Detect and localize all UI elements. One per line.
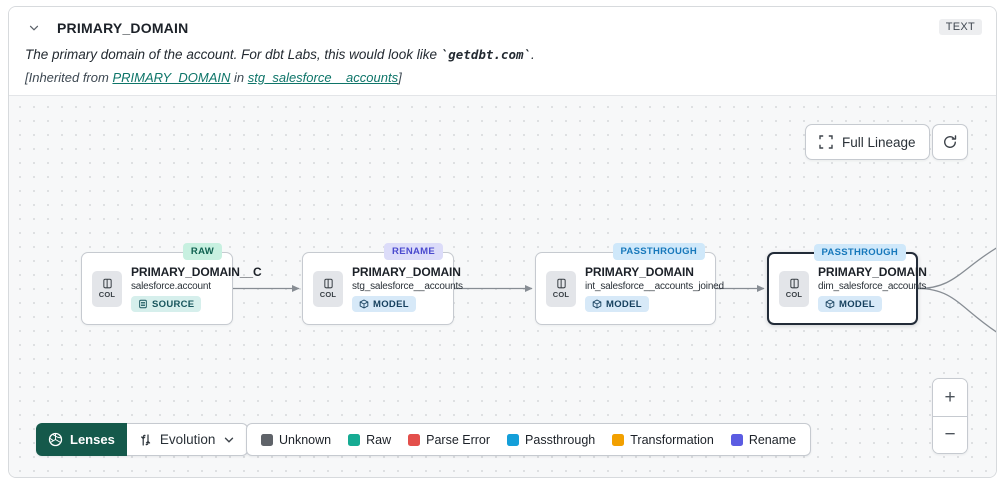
full-lineage-label: Full Lineage: [842, 134, 916, 150]
zoom-controls: + −: [932, 378, 968, 454]
node-table-name: salesforce.account: [131, 281, 211, 292]
column-icon: [102, 278, 112, 289]
model-icon: [825, 299, 835, 309]
legend-label: Passthrough: [525, 432, 596, 447]
status-badge: RENAME: [384, 243, 443, 260]
node-table-name: stg_salesforce__accounts: [352, 281, 463, 292]
status-badge: PASSTHROUGH: [813, 244, 906, 261]
column-title: PRIMARY_DOMAIN: [57, 20, 189, 36]
lenses-button[interactable]: Lenses: [36, 423, 127, 456]
column-icon: [789, 278, 799, 289]
node-column-name: PRIMARY_DOMAIN__C: [131, 265, 262, 279]
inherited-column-link[interactable]: PRIMARY_DOMAIN: [112, 70, 231, 85]
evolution-icon: [140, 433, 151, 446]
inherited-suffix: ]: [398, 70, 402, 85]
column-chip: COL: [779, 270, 809, 307]
lens-selected-label: Evolution: [159, 432, 216, 447]
column-icon: [556, 278, 566, 289]
node-column-name: PRIMARY_DOMAIN: [352, 265, 461, 279]
column-chip: COL: [92, 270, 122, 307]
resource-type-badge: MODEL: [818, 296, 882, 312]
legend-item: Raw: [348, 433, 391, 447]
column-chip: COL: [313, 270, 343, 307]
legend-label: Transformation: [630, 432, 714, 447]
refresh-icon: [944, 135, 957, 148]
node-column-name: PRIMARY_DOMAIN: [585, 265, 694, 279]
resource-type-badge: MODEL: [585, 296, 649, 312]
legend-swatch: [408, 433, 421, 446]
resource-type-label: MODEL: [839, 298, 875, 310]
legend-item: Parse Error: [408, 433, 490, 447]
legend-item: Rename: [730, 432, 797, 447]
resource-type-label: MODEL: [373, 298, 409, 310]
col-label: COL: [552, 290, 570, 299]
panel-header: PRIMARY_DOMAIN TEXT The primary domain o…: [9, 7, 996, 95]
description-text: The primary domain of the account. For d…: [25, 47, 441, 62]
legend-label: Parse Error: [426, 432, 491, 447]
lineage-node-int[interactable]: PASSTHROUGH COL PRIMARY_DOMAIN int_sales…: [535, 243, 724, 325]
description-code: `getdbt.com`: [440, 47, 532, 62]
col-label: COL: [785, 290, 803, 299]
legend-swatch: [348, 433, 361, 446]
legend-swatch: [730, 433, 743, 446]
resource-type-label: MODEL: [606, 298, 642, 310]
legend-label: Raw: [366, 432, 392, 447]
model-icon: [359, 299, 369, 309]
col-label: COL: [319, 290, 337, 299]
refresh-button[interactable]: [932, 124, 968, 160]
resource-type-label: SOURCE: [152, 298, 195, 310]
zoom-in-button[interactable]: +: [933, 379, 967, 416]
source-icon: [139, 299, 147, 309]
collapse-chevron-icon[interactable]: [25, 19, 43, 37]
full-lineage-button[interactable]: Full Lineage: [805, 124, 930, 160]
lineage-canvas[interactable]: Full Lineage RAW COL PRIMARY_DOMAIN__C s…: [9, 95, 996, 477]
column-detail-panel: PRIMARY_DOMAIN TEXT The primary domain o…: [8, 6, 997, 478]
lineage-node-dim[interactable]: PASSTHROUGH COL PRIMARY_DOMAIN dim_sales…: [767, 244, 927, 325]
inherited-prefix: [Inherited from: [25, 70, 113, 85]
legend-item: Passthrough: [507, 433, 595, 447]
node-column-name: PRIMARY_DOMAIN: [818, 265, 927, 279]
status-badge: RAW: [182, 243, 222, 260]
legend-swatch: [261, 433, 273, 446]
legend-item: Unknown: [261, 433, 331, 447]
legend-swatch: [612, 433, 625, 446]
status-badge: PASSTHROUGH: [612, 243, 705, 260]
lineage-node-source[interactable]: RAW COL PRIMARY_DOMAIN__C salesforce.acc…: [81, 243, 262, 325]
model-icon: [592, 299, 602, 309]
lens-select-dropdown[interactable]: Evolution: [126, 423, 249, 456]
legend-item: Transformation: [612, 433, 714, 447]
evolution-legend: Unknown Raw Parse Error Passthrough Tran…: [246, 423, 812, 456]
lens-controls: Lenses Evolution: [36, 423, 249, 456]
zoom-out-button[interactable]: −: [933, 416, 967, 453]
inherited-from-line: [Inherited from PRIMARY_DOMAIN in stg_sa…: [25, 70, 980, 85]
column-chip: COL: [546, 270, 576, 307]
inherited-mid: in: [230, 70, 248, 85]
chevron-down-icon: [225, 437, 234, 443]
lenses-label: Lenses: [70, 432, 115, 447]
description-period: .: [531, 47, 535, 62]
resource-type-badge: MODEL: [352, 296, 416, 312]
legend-label: Rename: [748, 432, 797, 447]
legend-swatch: [507, 433, 520, 446]
lineage-node-stg[interactable]: RENAME COL PRIMARY_DOMAIN stg_salesforce…: [302, 243, 463, 325]
node-table-name: dim_salesforce_accounts: [818, 281, 927, 292]
col-label: COL: [98, 290, 116, 299]
inherited-model-link[interactable]: stg_salesforce__accounts: [247, 70, 399, 85]
resource-type-badge: SOURCE: [131, 296, 202, 312]
column-icon: [323, 278, 333, 289]
column-type-badge: TEXT: [938, 19, 982, 35]
lens-aperture-icon: [48, 432, 63, 447]
column-description: The primary domain of the account. For d…: [25, 47, 980, 62]
node-table-name: int_salesforce__accounts_joined: [585, 281, 724, 292]
expand-icon: [819, 135, 833, 149]
legend-label: Unknown: [279, 432, 332, 447]
